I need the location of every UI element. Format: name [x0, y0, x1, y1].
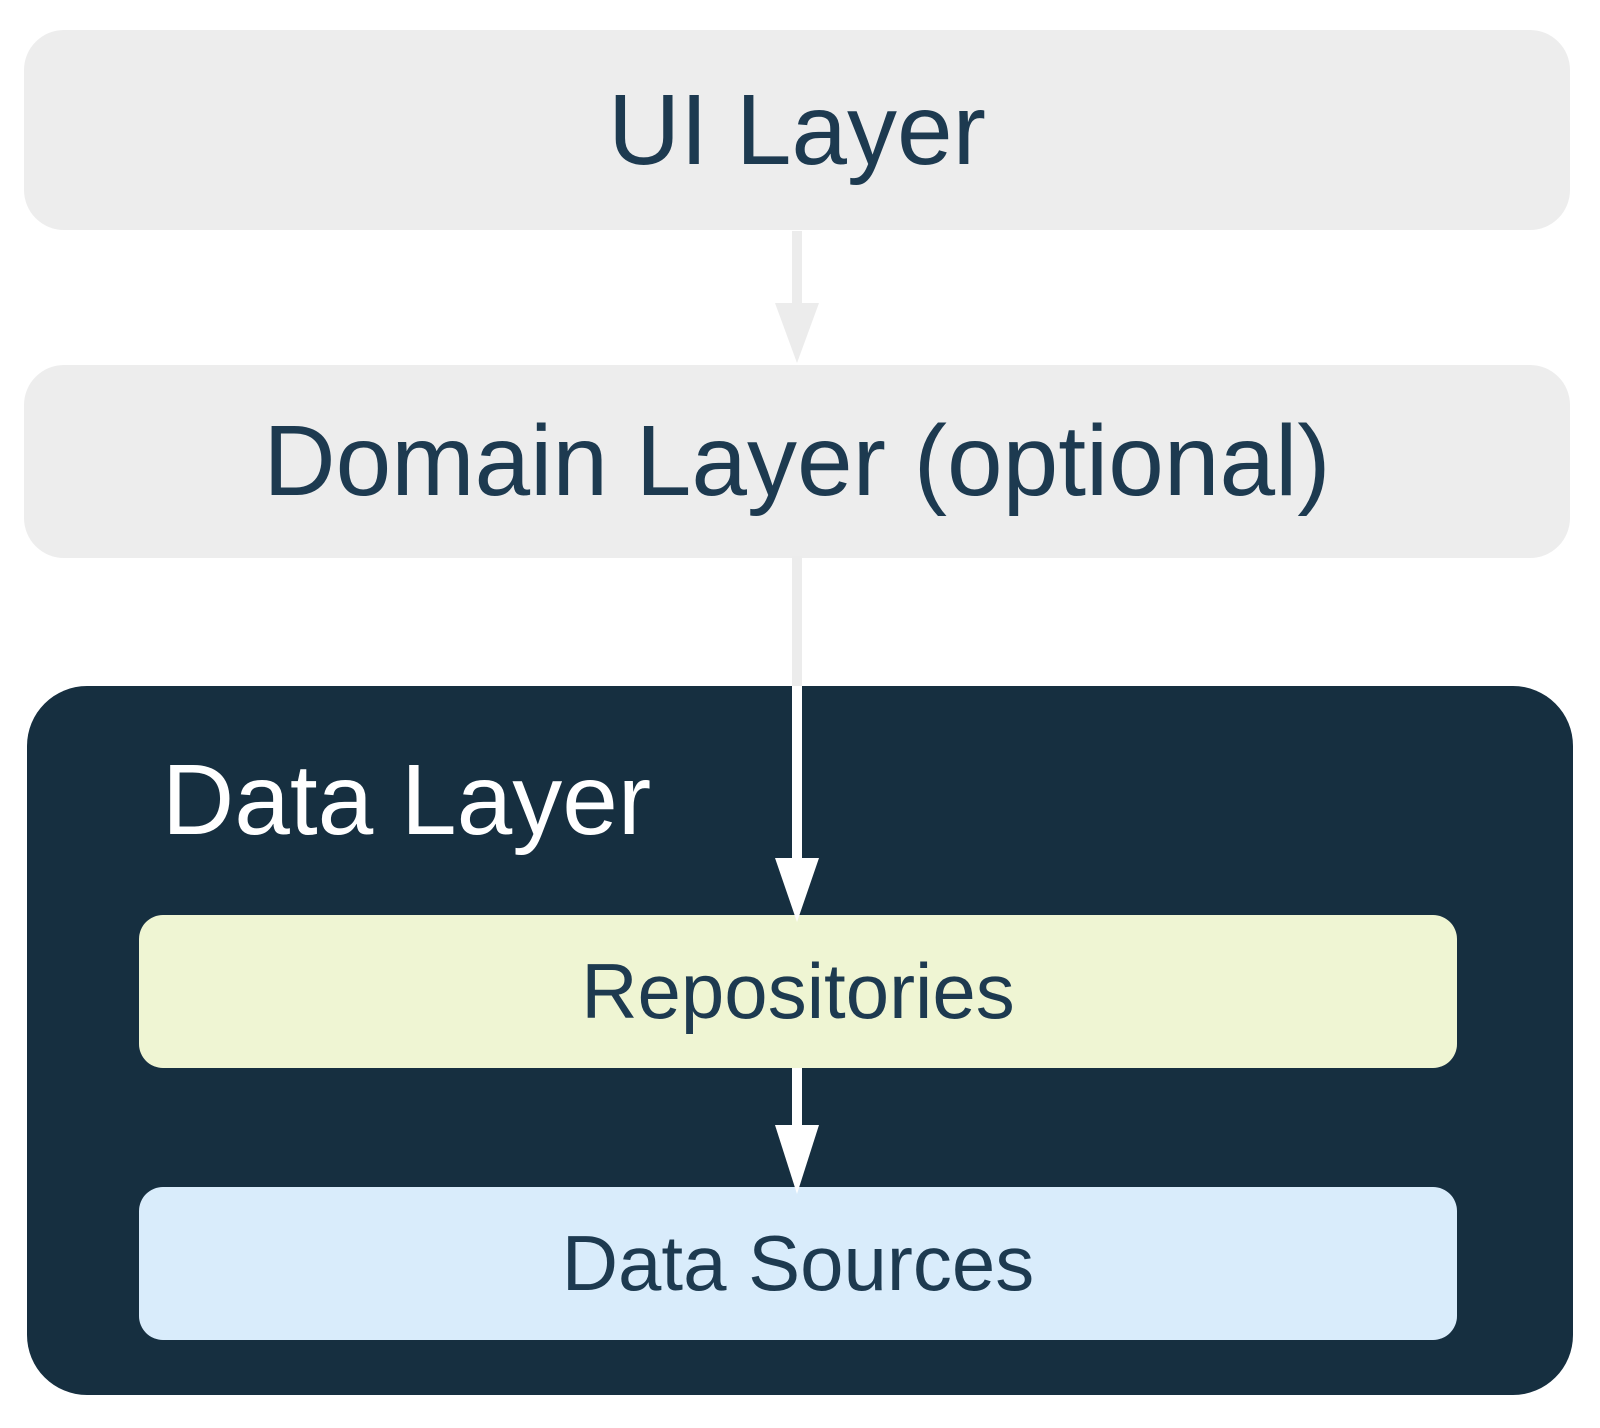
repositories-label: Repositories	[581, 947, 1015, 1035]
repositories-node: Repositories	[139, 915, 1457, 1068]
down-arrow-ui-to-domain-icon	[775, 231, 819, 363]
data-sources-node: Data Sources	[139, 1187, 1457, 1340]
domain-layer-node: Domain Layer (optional)	[24, 365, 1570, 558]
domain-layer-label: Domain Layer (optional)	[263, 405, 1331, 517]
ui-layer-node: UI Layer	[24, 30, 1570, 230]
ui-layer-label: UI Layer	[608, 73, 986, 186]
data-sources-label: Data Sources	[561, 1219, 1035, 1307]
data-layer-label: Data Layer	[162, 744, 652, 856]
